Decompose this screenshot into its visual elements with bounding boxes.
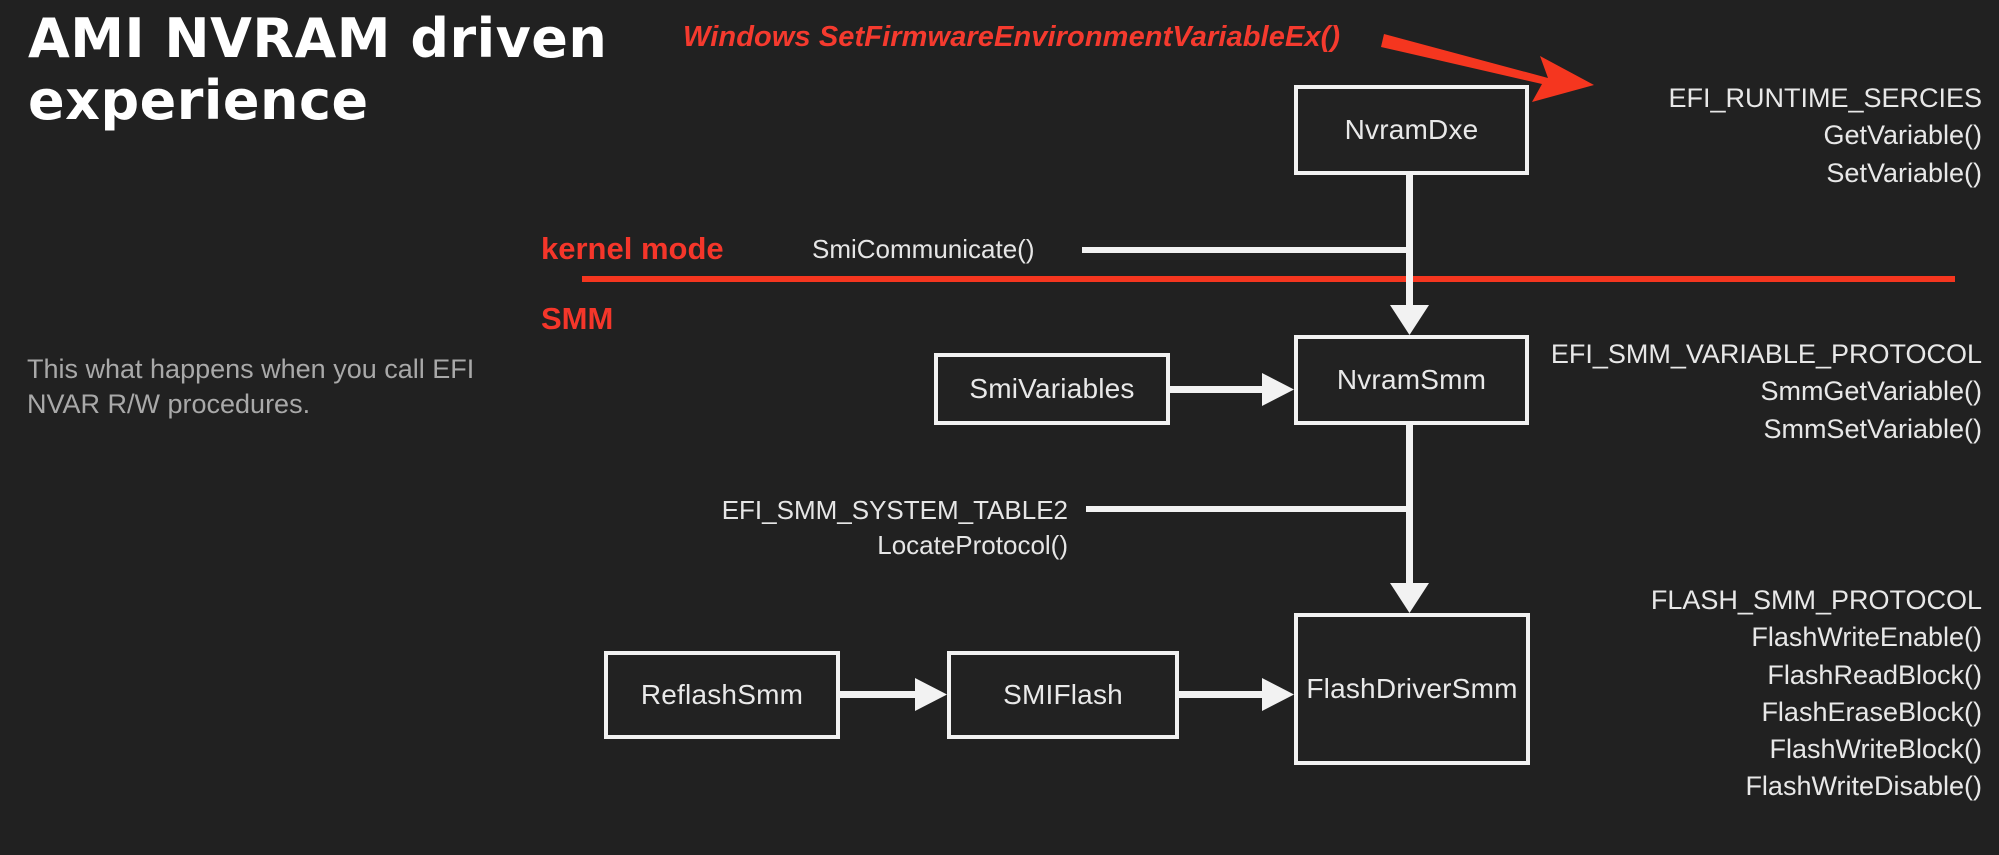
page-title: AMI NVRAM driven experience: [28, 7, 608, 132]
box-smi-flash[interactable]: SMIFlash: [947, 651, 1179, 739]
kernel-mode-label: kernel mode: [541, 231, 724, 266]
box-smi-flash-label: SMIFlash: [1003, 679, 1123, 710]
windows-api-annotation: Windows SetFirmwareEnvironmentVariableEx…: [683, 21, 1341, 53]
connector-label-smi-communicate: SmiCommunicate(): [812, 234, 1035, 264]
box-smi-variables-label: SmiVariables: [969, 373, 1135, 404]
protocol-name: EFI_SMM_VARIABLE_PROTOCOL: [1550, 339, 1982, 369]
privilege-boundary-divider: [582, 276, 1955, 282]
protocol-function: SmmSetVariable(): [1763, 413, 1982, 444]
protocol-name: EFI_RUNTIME_SERCIES: [1668, 83, 1982, 113]
protocol-name: FLASH_SMM_PROTOCOL: [1650, 585, 1982, 615]
box-nvram-dxe[interactable]: NvramDxe: [1294, 85, 1529, 175]
box-smi-variables[interactable]: SmiVariables: [934, 353, 1170, 425]
protocol-function: FlashWriteBlock(): [1769, 734, 1982, 764]
connector-label-smm-system-table2: EFI_SMM_SYSTEM_TABLE2 LocateProtocol(): [721, 495, 1068, 560]
protocol-function: SetVariable(): [1826, 157, 1982, 188]
box-flash-driver-smm-label: FlashDriverSmm: [1306, 673, 1518, 704]
red-arrow-icon: [1380, 22, 1600, 117]
box-flash-driver-smm[interactable]: FlashDriverSmm: [1294, 613, 1530, 765]
protocol-function: FlashWriteDisable(): [1745, 771, 1982, 802]
protocol-function: SmmGetVariable(): [1760, 376, 1982, 407]
protocol-function: FlashEraseBlock(): [1761, 696, 1982, 727]
box-nvram-smm-label: NvramSmm: [1336, 364, 1487, 395]
box-nvram-smm[interactable]: NvramSmm: [1294, 335, 1529, 425]
protocol-function: GetVariable(): [1823, 120, 1982, 151]
smm-mode-label: SMM: [541, 301, 614, 336]
protocol-group-flash-smm: FLASH_SMM_PROTOCOL FlashWriteEnable() Fl…: [1651, 582, 1982, 806]
protocol-group-runtime-services: EFI_RUNTIME_SERCIES GetVariable() SetVar…: [1668, 80, 1982, 192]
slide-note: This what happens when you call EFI NVAR…: [27, 354, 475, 420]
protocol-function: FlashWriteEnable(): [1751, 622, 1982, 653]
protocol-group-smm-variable: EFI_SMM_VARIABLE_PROTOCOL SmmGetVariable…: [1551, 336, 1982, 448]
protocol-function: FlashReadBlock(): [1767, 659, 1982, 690]
box-reflash-smm[interactable]: ReflashSmm: [604, 651, 840, 739]
box-reflash-smm-label: ReflashSmm: [640, 679, 804, 710]
box-nvram-dxe-label: NvramDxe: [1344, 114, 1479, 145]
